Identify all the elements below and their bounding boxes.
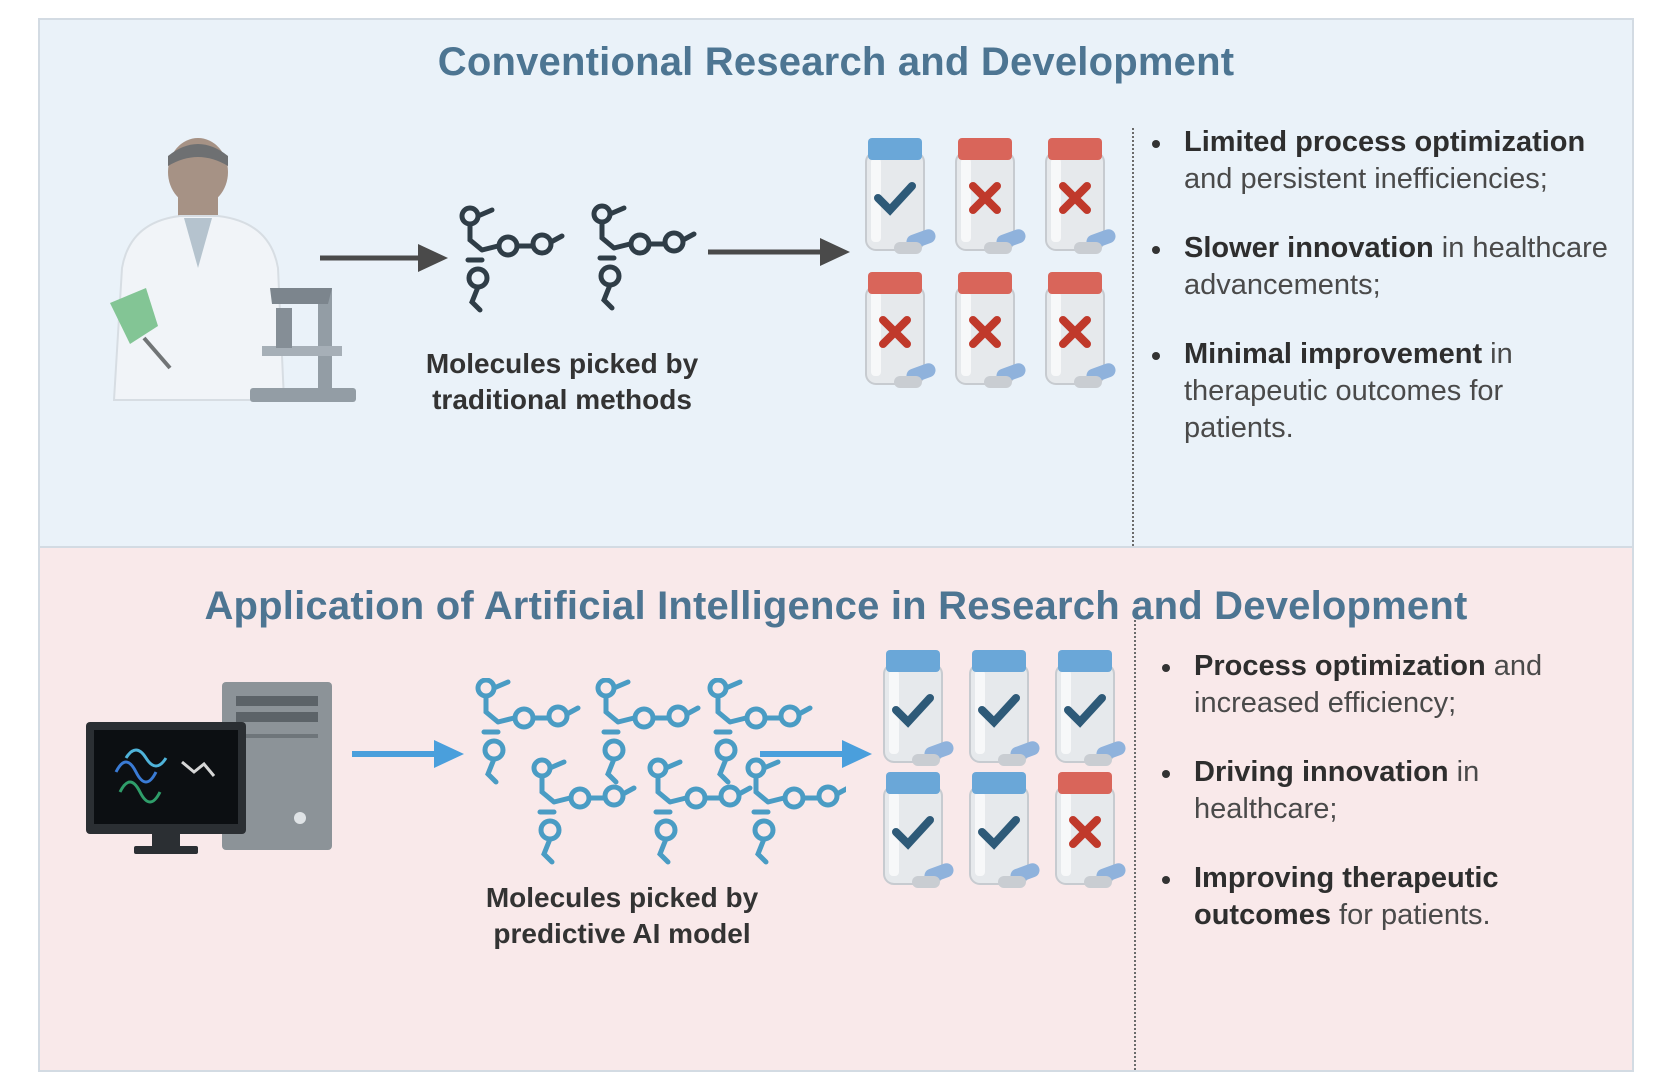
bullet-bold-text: Driving innovation [1194, 756, 1449, 788]
cross-icon [969, 316, 1001, 348]
pill-bottle-success-icon [969, 772, 1043, 889]
molecules-ai-icon [474, 678, 846, 868]
conventional-panel: Conventional Research and Development Mo… [38, 18, 1634, 548]
bullet-bold-text: Improving therapeutic outcomes [1194, 862, 1499, 931]
pill-bottle-fail-icon [1045, 272, 1119, 389]
process-arrow-2 [708, 238, 850, 266]
ai-bullet-list: Process optimization and increased effic… [1160, 648, 1620, 966]
bottle-grid-conventional [858, 132, 1130, 400]
caption-line-2: predictive AI model [493, 918, 751, 949]
bullet-bold-text: Process optimization [1194, 650, 1486, 682]
scientist-with-microscope-icon [110, 138, 356, 402]
pill-bottle-fail-icon [1055, 772, 1129, 889]
checkmark-icon [874, 182, 916, 216]
section-divider [1132, 128, 1134, 546]
bullet-rest-text: and increased efficiency; [1194, 650, 1543, 719]
pill-bottle-success-icon [1055, 650, 1129, 767]
pill-bottle-fail-icon [865, 272, 939, 389]
pill-bottle-success-icon [969, 650, 1043, 767]
ai-arrow-2 [760, 740, 872, 768]
checkmark-icon [892, 694, 934, 728]
cross-icon [1069, 816, 1101, 848]
conventional-caption: Molecules picked by traditional methods [412, 346, 712, 418]
ai-arrow-1 [352, 740, 464, 768]
cross-icon [1059, 316, 1091, 348]
bullet-item: Minimal improvement in therapeutic outco… [1150, 336, 1620, 447]
cross-icon [969, 182, 1001, 214]
ai-panel: Application of Artificial Intelligence i… [38, 548, 1634, 1072]
pill-bottle-fail-icon [1045, 138, 1119, 255]
pill-bottle-fail-icon [955, 138, 1029, 255]
bullet-bold-text: Slower innovation [1184, 232, 1434, 264]
bullet-item: Improving therapeutic outcomes for patie… [1160, 860, 1620, 934]
checkmark-icon [1064, 694, 1106, 728]
conventional-title: Conventional Research and Development [437, 40, 1235, 84]
caption-line-1: Molecules picked by [485, 882, 759, 913]
molecules-traditional-icon [454, 200, 714, 330]
checkmark-icon [978, 694, 1020, 728]
bullet-rest-text: for patients. [1330, 899, 1491, 931]
bullet-item: Driving innovation in healthcare; [1160, 754, 1620, 828]
pill-bottle-grid [883, 650, 1129, 889]
process-arrow-1 [320, 244, 448, 272]
caption-line-1: Molecules picked by [425, 348, 699, 379]
computer-icon [86, 682, 332, 854]
pill-bottle-fail-icon [955, 272, 1029, 389]
bullet-bold-text: Minimal improvement [1184, 338, 1483, 370]
bottle-grid-ai [876, 644, 1138, 892]
bullet-rest-text: in therapeutic outcomes for patients. [1184, 338, 1513, 444]
bullet-item: Limited process optimization and persist… [1150, 124, 1620, 198]
conventional-bullet-list: Limited process optimization and persist… [1150, 124, 1620, 479]
ai-title: Application of Artificial Intelligence i… [204, 584, 1468, 628]
checkmark-icon [978, 816, 1020, 850]
bullet-rest-text: in healthcare; [1194, 756, 1480, 825]
section-divider [1134, 620, 1136, 1070]
bullet-item: Slower innovation in healthcare advancem… [1150, 230, 1620, 304]
pill-bottle-success-icon [865, 138, 939, 255]
cross-icon [879, 316, 911, 348]
bullet-item: Process optimization and increased effic… [1160, 648, 1620, 722]
caption-line-2: traditional methods [432, 384, 692, 415]
bullet-rest-text: and persistent inefficiencies; [1184, 163, 1548, 195]
cross-icon [1059, 182, 1091, 214]
ai-caption: Molecules picked by predictive AI model [472, 880, 772, 952]
pill-bottle-grid [865, 138, 1119, 389]
checkmark-icon [892, 816, 934, 850]
pill-bottle-success-icon [883, 650, 957, 767]
pill-bottle-success-icon [883, 772, 957, 889]
bullet-bold-text: Limited process optimization [1184, 126, 1586, 158]
bullet-rest-text: in healthcare advancements; [1184, 232, 1608, 301]
